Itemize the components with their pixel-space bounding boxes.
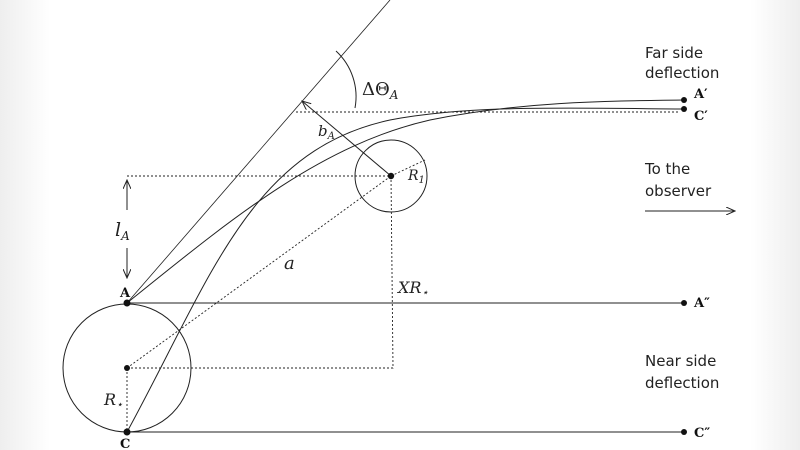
point-a-dot [123,299,131,307]
point-c-prime-label: C′ [694,109,708,124]
delta-theta-label: ΔΘA [362,79,399,102]
point-a-label: A [119,286,131,301]
point-a-dprime-label: A″ [693,296,710,311]
point-c-dot [123,428,131,436]
point-c-dprime-label: C″ [694,426,710,441]
observer-label-2: observer [645,182,712,200]
point-a-prime-label: A′ [693,87,708,102]
x-r-star-label: XR⋆ [396,278,428,299]
point-c-dprime-dot [681,429,687,435]
a-label: a [284,253,295,274]
observer-label-1: To the [644,160,690,178]
star-center-dot [124,365,130,371]
near-side-label-1: Near side [645,352,716,370]
companion-center-dot [387,172,395,180]
r-star-label: R⋆ [103,390,123,411]
tangent-line [126,0,391,304]
point-c-label: C [120,437,130,450]
ray-a [126,99,685,304]
near-side-label-2: deflection [645,374,719,392]
point-a-dprime-dot [681,300,687,306]
deflection-angle-arc [335,50,357,109]
point-c-prime-dot [681,106,687,112]
ray-c [126,107,685,433]
b-a-label: bA [318,122,335,142]
far-side-label-2: deflection [645,64,719,82]
r1-label: R1 [407,168,425,186]
far-side-label-1: Far side [645,44,703,62]
point-a-prime-dot [681,97,687,103]
impact-parameter-arrow [302,101,392,177]
x-r-star-line [127,175,394,369]
l-a-label: lA [115,219,130,243]
separation-a-line [126,175,392,369]
